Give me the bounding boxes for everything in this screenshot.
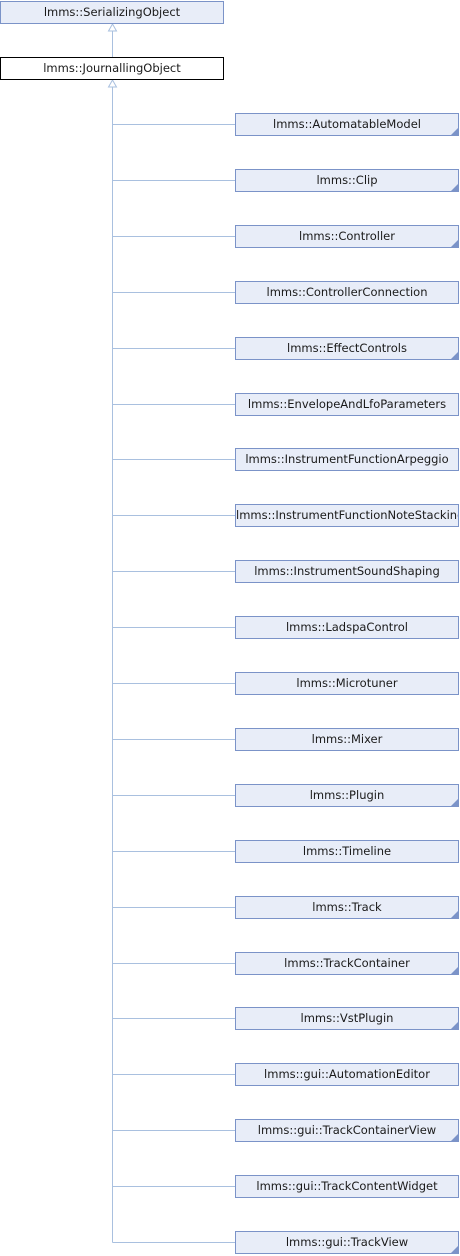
derived-class-label: lmms::InstrumentFunctionNoteStacking [236,508,459,522]
derived-class-node[interactable]: lmms::Plugin [235,784,459,807]
more-subclasses-marker-icon [451,352,458,359]
derived-class-node[interactable]: lmms::VstPlugin [235,1007,459,1030]
derived-class-label: lmms::gui::TrackView [285,1235,409,1249]
derived-class-node[interactable]: lmms::InstrumentSoundShaping [235,560,459,583]
more-subclasses-marker-icon [451,967,458,974]
current-class-label: lmms::JournallingObject [43,61,181,75]
derived-class-label: lmms::Track [312,900,382,914]
derived-class-label: lmms::ControllerConnection [266,285,428,299]
derived-class-node[interactable]: lmms::Controller [235,225,459,248]
derived-class-node[interactable]: lmms::EffectControls [235,337,459,360]
derived-class-label: lmms::Clip [316,173,378,187]
more-subclasses-marker-icon [451,1134,458,1141]
derived-class-node[interactable]: lmms::gui::TrackView [235,1231,459,1254]
derived-class-label: lmms::Mixer [311,732,383,746]
derived-class-label: lmms::gui::AutomationEditor [264,1067,430,1081]
derived-class-label: lmms::InstrumentFunctionArpeggio [245,452,449,466]
derived-class-label: lmms::VstPlugin [300,1011,394,1025]
derived-class-node[interactable]: lmms::EnvelopeAndLfoParameters [235,393,459,416]
base-class-label: lmms::SerializingObject [43,5,181,19]
derived-class-node[interactable]: lmms::Clip [235,169,459,192]
more-subclasses-marker-icon [451,799,458,806]
derived-class-label: lmms::EffectControls [287,341,407,355]
more-subclasses-marker-icon [451,1022,458,1029]
derived-class-label: lmms::TrackContainer [284,956,410,970]
base-inheritance-arrow-icon [107,22,118,32]
more-subclasses-marker-icon [451,128,458,135]
base-class-node[interactable]: lmms::SerializingObject [0,1,224,24]
derived-class-label: lmms::Timeline [302,844,392,858]
derived-class-node[interactable]: lmms::Timeline [235,840,459,863]
derived-class-label: lmms::gui::TrackContentWidget [256,1179,438,1193]
derived-class-label: lmms::LadspaControl [285,620,408,634]
derived-class-node[interactable]: lmms::Mixer [235,728,459,751]
derived-class-label: lmms::Microtuner [296,676,398,690]
current-class-node: lmms::JournallingObject [0,57,224,80]
derived-class-node[interactable]: lmms::ControllerConnection [235,281,459,304]
derived-class-node[interactable]: lmms::InstrumentFunctionNoteStacking [235,504,459,527]
derived-class-node[interactable]: lmms::gui::TrackContainerView [235,1119,459,1142]
derived-class-node[interactable]: lmms::Microtuner [235,672,459,695]
more-subclasses-marker-icon [451,184,458,191]
derived-class-label: lmms::AutomatableModel [273,117,421,131]
current-inheritance-arrow-icon [107,78,118,88]
derived-class-node[interactable]: lmms::gui::AutomationEditor [235,1063,459,1086]
more-subclasses-marker-icon [451,911,458,918]
derived-class-label: lmms::Controller [299,229,395,243]
derived-class-node[interactable]: lmms::AutomatableModel [235,113,459,136]
derived-class-node[interactable]: lmms::InstrumentFunctionArpeggio [235,448,459,471]
derived-class-label: lmms::gui::TrackContainerView [257,1123,437,1137]
derived-class-label: lmms::EnvelopeAndLfoParameters [247,397,447,411]
derived-class-node[interactable]: lmms::LadspaControl [235,616,459,639]
derived-class-label: lmms::Plugin [309,788,385,802]
more-subclasses-marker-icon [451,240,458,247]
derived-class-node[interactable]: lmms::Track [235,896,459,919]
derived-class-node[interactable]: lmms::gui::TrackContentWidget [235,1175,459,1198]
derived-class-label: lmms::InstrumentSoundShaping [254,564,440,578]
derived-class-node[interactable]: lmms::TrackContainer [235,952,459,975]
more-subclasses-marker-icon [451,1246,458,1253]
